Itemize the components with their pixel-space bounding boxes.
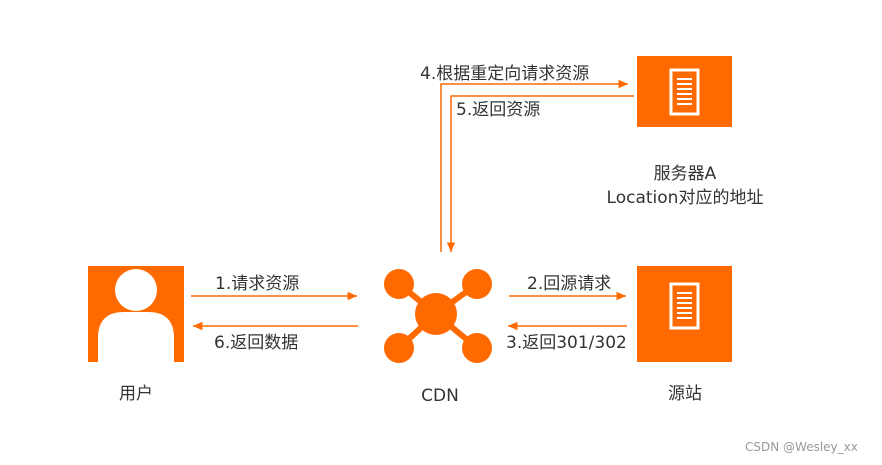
user-icon — [98, 269, 174, 362]
node-label-user: 用户 — [119, 384, 153, 404]
node-label-cdn: CDN — [421, 386, 459, 406]
arrow-step5 — [446, 95, 634, 252]
server-icon — [669, 68, 700, 116]
edge-label-step5: 5.返回资源 — [456, 100, 541, 120]
watermark: CSDN @Wesley_xx — [745, 440, 858, 454]
node-label-server-a: 服务器A — [653, 164, 717, 184]
edge-label-step3: 3.返回301/302 — [506, 333, 627, 353]
node-label-server-a-location: Location对应的地址 — [606, 188, 764, 208]
user-node — [88, 266, 184, 362]
origin-node — [637, 266, 732, 362]
edge-label-step1: 1.请求资源 — [215, 274, 300, 294]
server-a-node — [637, 56, 732, 127]
arrow-step4 — [440, 79, 628, 252]
edge-label-step2: 2.回源请求 — [527, 274, 612, 294]
node-label-origin: 源站 — [668, 384, 702, 404]
edge-label-step4: 4.根据重定向请求资源 — [420, 64, 590, 84]
cdn-icon — [384, 269, 492, 363]
edge-label-step6: 6.返回数据 — [214, 333, 299, 353]
server-icon — [669, 282, 700, 330]
